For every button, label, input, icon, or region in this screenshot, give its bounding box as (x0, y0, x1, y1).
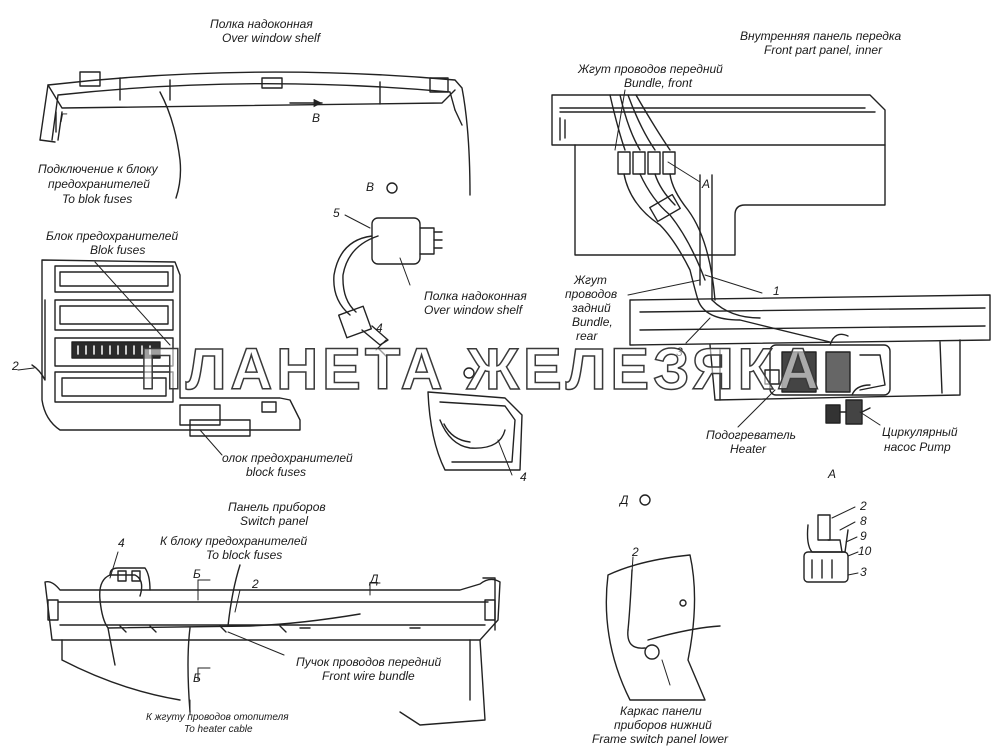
bundle-rear-label-en2: rear (576, 329, 598, 343)
frame-label-ru1: Каркас панели (620, 704, 702, 718)
callout-4-connector: 4 (376, 321, 383, 335)
heater-label-ru: Подогреватель (706, 428, 796, 442)
fuse-connection-label-en: To blok fuses (62, 192, 133, 206)
detail-a-drawing (803, 514, 849, 583)
pump-label-ru: Циркулярный (882, 425, 958, 439)
switch-panel-drawing (44, 577, 501, 726)
section-b-top: Б (193, 567, 201, 581)
frame-label-ru2: приборов нижний (614, 718, 712, 732)
switch-panel-wires (99, 564, 361, 713)
fuse-connection-label-ru1: Подключение к блоку (38, 162, 158, 176)
pump-drawing (825, 384, 871, 425)
wire-bundle-label-en: Front wire bundle (322, 669, 415, 683)
view-g-circle (463, 367, 475, 379)
shelf-mid-label-ru: Полка надоконная (424, 289, 527, 303)
bundle-front-label-en: Bundle, front (624, 76, 693, 90)
shelf-top-label-en: Over window shelf (222, 31, 321, 45)
callout-3-rear: 3 (676, 345, 683, 359)
callout-3-detail-a: 3 (860, 565, 867, 579)
view-d-label: Д (620, 493, 629, 507)
switch-panel-label-en: Switch panel (240, 514, 309, 528)
bundle-rear-label-ru2: проводов (565, 287, 618, 301)
frame-label-en: Frame switch panel lower (592, 732, 729, 746)
fuse-strip-cells (77, 345, 151, 355)
heater-drawing (764, 333, 891, 396)
callout-2-fuse: 2 (12, 359, 19, 373)
mark-v: В (312, 111, 321, 125)
fuse-connection-label-ru2: предохранителей (48, 177, 150, 191)
callout-2-detail-a: 2 (860, 499, 867, 513)
view-b-label: В (366, 180, 375, 194)
callout-4-switch: 4 (118, 536, 125, 550)
fuse-block2-label-ru: олок предохранителей (222, 451, 353, 465)
wire-bundle-label-ru: Пучок проводов передний (296, 655, 442, 669)
bundle-rear-label-ru3: задний (572, 301, 611, 315)
heater-label-en: Heater (730, 442, 767, 456)
bundle-rear-label-ru1: Жгут (574, 273, 607, 287)
mark-g: Г (60, 111, 67, 125)
detail-d-drawing (605, 554, 721, 701)
callout-2-frame: 2 (632, 545, 639, 559)
fuse-block-label-ru: Блок предохранителей (46, 229, 179, 243)
view-a-label: А (828, 467, 837, 481)
mark-a: А (702, 177, 711, 191)
bundle-rear-label-en1: Bundle, (572, 315, 613, 329)
to-fuse-block-label-ru: К блоку предохранителей (160, 534, 308, 548)
watermark: ПЛАНЕТА ЖЕЛЕЗЯКА (139, 337, 823, 402)
view-b-circle (386, 182, 398, 194)
frame-rail-drawing (629, 294, 991, 401)
pump-label-en: насос Pump (884, 440, 951, 454)
view-d-circle (639, 494, 651, 506)
front-bundle-wires (609, 94, 831, 343)
fuse-block-label-en: Blok fuses (90, 243, 146, 257)
heater-cable-label-en: To heater cable (184, 724, 253, 735)
bundle-front-label-ru: Жгут проводов передний (578, 62, 723, 76)
section-b-bottom: Б (193, 671, 201, 685)
callout-10: 10 (858, 544, 872, 558)
over-window-shelf-drawing (39, 71, 471, 199)
shelf-mid-label-en: Over window shelf (424, 303, 523, 317)
callout-5: 5 (333, 206, 340, 220)
switch-panel-label-ru: Панель приборов (228, 500, 326, 514)
callout-1: 1 (773, 284, 780, 298)
callout-8: 8 (860, 514, 867, 528)
to-fuse-block-label-en: To block fuses (206, 548, 283, 562)
fuse-block-panel-drawing (31, 259, 301, 437)
leader-lines (17, 89, 881, 716)
callout-2-switch: 2 (252, 577, 259, 591)
callout-9: 9 (860, 529, 867, 543)
connector-detail-drawing (333, 217, 443, 357)
mark-d: Д (370, 572, 379, 586)
inner-panel-label-ru: Внутренняя панель передка (740, 29, 902, 43)
bracket-drawing (427, 391, 523, 471)
fuse-block2-label-en: block fuses (246, 465, 307, 479)
front-panel-inner-drawing (551, 94, 886, 301)
heater-cable-label-ru: К жгуту проводов отопителя (146, 712, 289, 723)
shelf-top-label-ru: Полка надоконная (210, 17, 313, 31)
inner-panel-label-en: Front part panel, inner (764, 43, 883, 57)
callout-4-bracket: 4 (520, 470, 527, 484)
